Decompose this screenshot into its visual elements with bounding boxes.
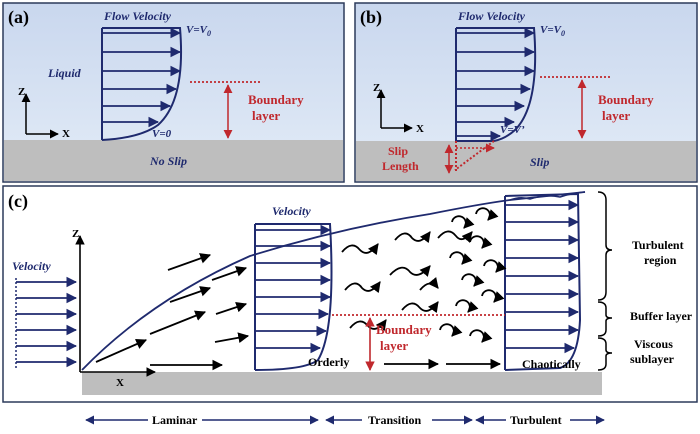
panel-a-liquid-label: Liquid	[47, 66, 82, 80]
flow-arrow	[215, 301, 248, 315]
wavy-arrow	[401, 301, 439, 314]
wavy-arrow	[437, 230, 473, 243]
panel-b-tag: (b)	[360, 7, 382, 28]
panel-a: (a) Flow Velocity V=V0 Liquid V=0 Bounda…	[2, 2, 345, 183]
buffer-layer-bracket	[597, 301, 613, 337]
wavy-arrow	[394, 231, 431, 244]
panel-a-tag: (a)	[8, 7, 29, 28]
panel-a-no-slip: No Slip	[149, 154, 187, 168]
eddy-arrows	[439, 207, 507, 343]
eddy-arrow	[475, 207, 499, 221]
panel-c-chaotically: Chaotically	[522, 357, 581, 371]
viscous-sublayer-bracket	[597, 337, 613, 371]
panel-c-orderly: Orderly	[308, 355, 349, 369]
panel-b-slip: Slip	[530, 155, 549, 169]
eddy-arrow	[483, 259, 507, 273]
panel-b-title: Flow Velocity	[457, 9, 526, 23]
panel-a-boundary-label-1: Boundary	[248, 92, 304, 107]
panel-c-boundary-label-2: layer	[380, 338, 408, 353]
eddy-arrow	[439, 323, 463, 337]
panel-b-v-top: V=V0	[540, 24, 565, 38]
wavy-arrow	[341, 243, 379, 256]
buffer-layer-label: Buffer layer	[630, 309, 693, 323]
panel-b: (b) Flow Velocity V=V0 V=V’ Boundary lay…	[354, 2, 698, 183]
regime-laminar: Laminar	[152, 413, 198, 427]
regime-transition: Transition	[368, 413, 421, 427]
turbulent-region-bracket	[597, 191, 613, 301]
transition-flow-arrows	[341, 230, 473, 332]
panel-a-v-zero: V=0	[152, 128, 172, 140]
panel-c-wall	[82, 372, 602, 395]
eddy-arrow	[481, 289, 505, 303]
panel-c-inflow-arrows	[16, 276, 78, 368]
flow-arrow	[149, 310, 207, 335]
regime-turbulent: Turbulent	[510, 413, 562, 427]
laminar-profile-arrows	[255, 224, 332, 354]
regime-axis: Laminar Transition Turbulent	[85, 413, 605, 427]
panel-b-x-label: X	[416, 123, 424, 135]
eddy-arrow	[451, 215, 475, 229]
boundary-layer-envelope	[81, 191, 586, 371]
panel-b-slip-length-2: Length	[382, 159, 419, 173]
flow-arrow	[169, 286, 212, 303]
panel-a-wall	[4, 140, 343, 181]
flow-arrow	[211, 266, 248, 281]
panel-c-x-label: X	[116, 377, 124, 389]
panel-c-frame	[2, 185, 698, 403]
turbulent-region-label-1: Turbulent	[632, 238, 684, 252]
eddy-arrow	[461, 273, 485, 287]
panel-b-velocity-arrows	[456, 27, 536, 142]
panel-c: (c) Velocity Z X Velocity	[2, 185, 698, 403]
wavy-arrow	[344, 281, 381, 294]
flow-arrow	[167, 253, 212, 271]
panel-a-title: Flow Velocity	[103, 9, 172, 23]
viscous-sublayer-label-1: Viscous	[634, 337, 673, 351]
laminar-flow-arrows	[95, 253, 250, 371]
panel-b-z-label: Z	[373, 82, 380, 94]
panel-c-boundary-label-1: Boundary	[376, 322, 432, 337]
panel-c-z-label: Z	[72, 228, 79, 240]
panel-c-velocity-left: Velocity	[12, 259, 51, 273]
turbulent-profile-curve	[504, 192, 582, 371]
eddy-arrow	[455, 299, 479, 313]
panel-c-tag: (c)	[8, 191, 28, 212]
wavy-arrow	[389, 265, 431, 277]
turbulent-region-label-2: region	[644, 253, 677, 267]
panel-b-wall	[356, 141, 696, 181]
turbulent-profile-arrows	[505, 199, 580, 354]
laminar-profile-curve	[254, 223, 333, 371]
panel-a-x-label: X	[62, 128, 70, 140]
panel-b-v-wall: V=V’	[500, 124, 525, 136]
panel-a-boundary-label-2: layer	[252, 108, 280, 123]
panel-c-velocity-profile-label: Velocity	[272, 204, 311, 218]
wavy-arrow	[419, 277, 439, 291]
flow-arrow	[214, 332, 250, 344]
panel-b-boundary-label-1: Boundary	[598, 92, 654, 107]
panel-a-velocity-arrows	[102, 27, 182, 128]
panel-b-boundary-label-2: layer	[602, 108, 630, 123]
eddy-arrow	[469, 235, 493, 249]
panel-b-slip-length-1: Slip	[388, 144, 408, 158]
flow-arrow	[95, 338, 147, 363]
viscous-sublayer-label-2: sublayer	[630, 352, 675, 366]
eddy-arrow	[449, 251, 473, 265]
eddy-arrow	[469, 329, 493, 343]
panel-a-z-label: Z	[18, 86, 25, 98]
panel-a-v-top: V=V0	[186, 24, 211, 38]
